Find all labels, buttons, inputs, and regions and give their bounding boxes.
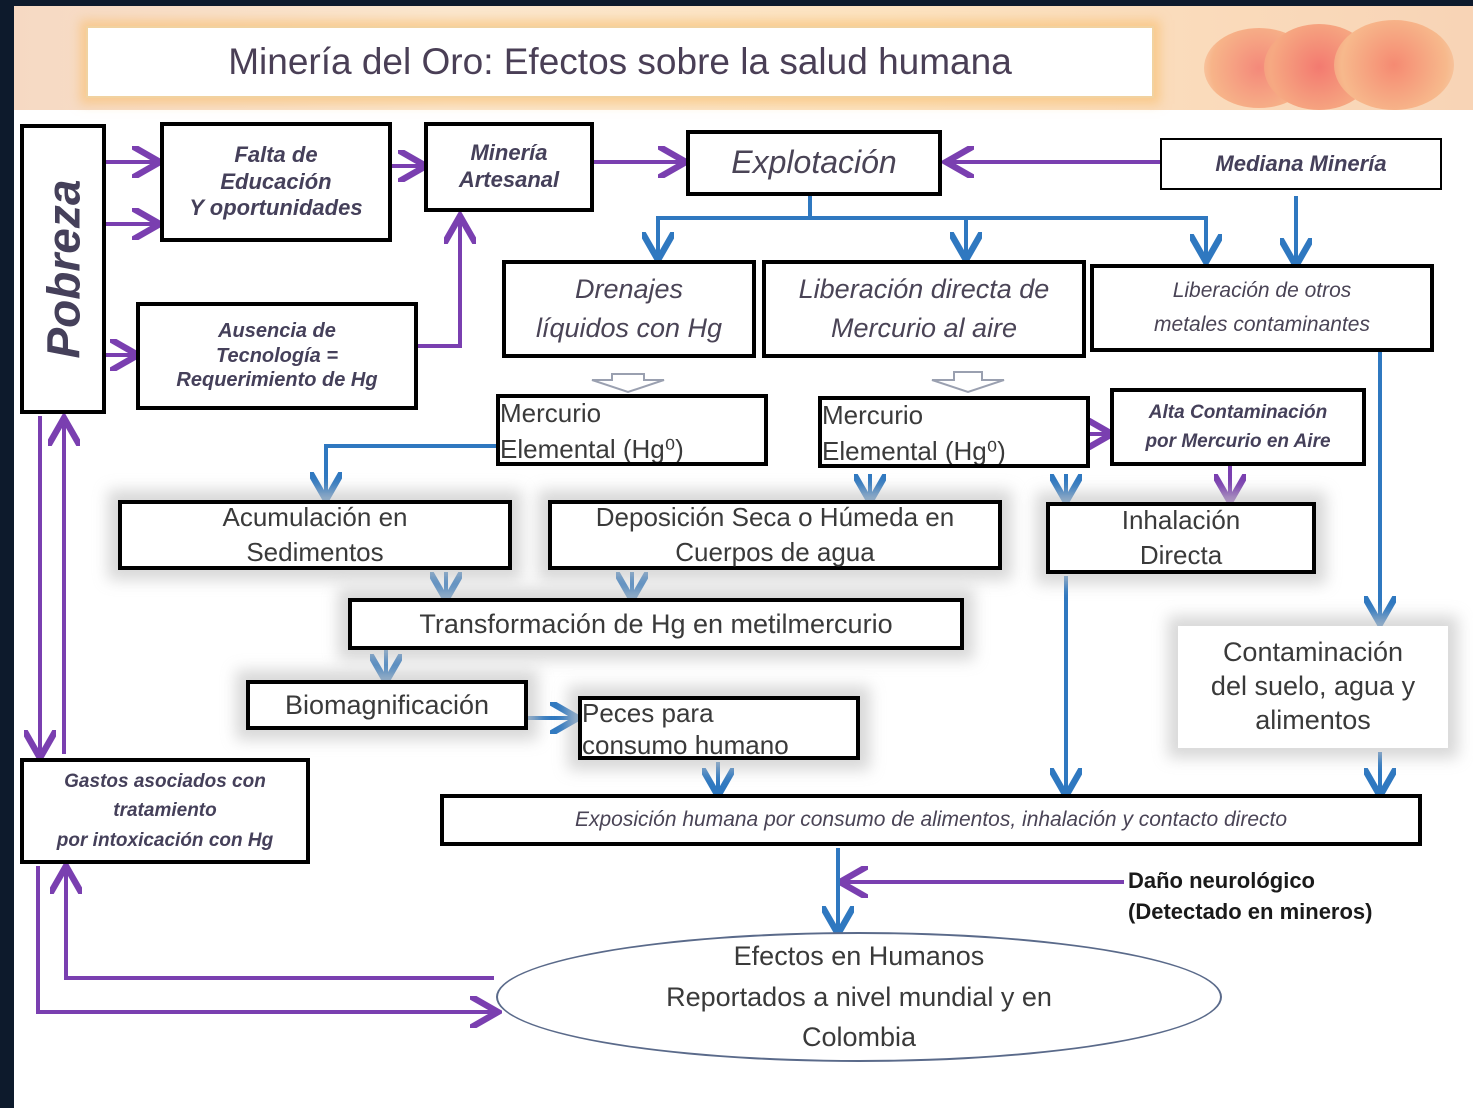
efectos-line-3: Colombia — [801, 1022, 917, 1053]
node-alta-contaminacion: Alta Contaminación por Mercurio en Aire — [1110, 388, 1366, 466]
node-liberacion-directa: Liberación directa de Mercurio al aire — [762, 260, 1086, 358]
mercurio-elemental-2-line-1: Mercurio — [822, 399, 924, 430]
liberacion-otros-line-2: metales contaminantes — [1154, 313, 1370, 336]
mineria-artesanal-line-2: Artesanal — [458, 167, 560, 192]
liberacion-directa-line-1: Liberación directa de — [798, 273, 1050, 304]
node-gastos: Gastos asociados con tratamiento por int… — [20, 758, 310, 864]
node-ausencia-tecnologia: Ausencia de Tecnología = Requerimiento d… — [136, 302, 418, 410]
biomagnificacion-label: Biomagnificación — [284, 689, 490, 720]
mercurio-elemental-2-line-2: Elemental (Hg⁰) — [822, 436, 1006, 466]
inhalacion-line-2: Directa — [1139, 540, 1223, 570]
mediana-mineria-label: Mediana Minería — [1215, 150, 1387, 176]
node-mediana-mineria: Mediana Minería — [1160, 138, 1442, 190]
node-deposicion: Deposición Seca o Húmeda en Cuerpos de a… — [548, 500, 1002, 570]
node-transformacion: Transformación de Hg en metilmercurio — [348, 598, 964, 650]
gastos-line-2: tratamiento — [113, 800, 217, 822]
gastos-line-3: por intoxicación con Hg — [56, 829, 274, 851]
ausencia-tecnologia-line-2: Tecnología = — [215, 344, 339, 367]
efectos-line-2: Reportados a nivel mundial y en — [666, 981, 1052, 1012]
contaminacion-suelo-line-2: del suelo, agua y — [1210, 671, 1416, 702]
node-inhalacion: Inhalación Directa — [1046, 502, 1316, 574]
peces-line-2: consumo humano — [582, 730, 789, 760]
mercurio-elemental-1-line-1: Mercurio — [500, 397, 602, 428]
falta-educacion-line-2: Educación — [220, 168, 332, 194]
gastos-line-1: Gastos asociados con — [64, 770, 266, 792]
node-contaminacion-suelo: Contaminación del suelo, agua y alimento… — [1178, 626, 1448, 748]
contaminacion-suelo-line-1: Contaminación — [1222, 637, 1404, 668]
node-acumulacion: Acumulación en Sedimentos — [118, 500, 512, 570]
exposicion-label: Exposición humana por consumo de aliment… — [574, 808, 1288, 832]
pobreza-label: Pobreza — [36, 179, 89, 359]
mercurio-elemental-1-line-2: Elemental (Hg⁰) — [500, 434, 684, 464]
dano-neurologico-line-2: (Detectado en mineros) — [1128, 898, 1373, 924]
node-exposicion: Exposición humana por consumo de aliment… — [440, 794, 1422, 846]
dano-neurologico-note: Daño neurológico (Detectado en mineros) — [1128, 866, 1373, 928]
drenajes-line-1: Drenajes — [574, 273, 684, 304]
node-efectos-humanos: Efectos en Humanos Reportados a nivel mu… — [496, 932, 1222, 1062]
transformacion-label: Transformación de Hg en metilmercurio — [419, 608, 893, 639]
contaminacion-suelo-line-3: alimentos — [1255, 704, 1371, 735]
node-peces: Peces para consumo humano — [578, 696, 860, 760]
connector-arrows — [14, 6, 1473, 1108]
peces-line-1: Peces para — [582, 697, 714, 728]
deposicion-line-1: Deposición Seca o Húmeda en — [595, 501, 955, 532]
efectos-line-1: Efectos en Humanos — [733, 941, 985, 972]
liberacion-otros-line-1: Liberación de otros — [1172, 279, 1352, 303]
mineria-artesanal-line-1: Minería — [470, 140, 548, 166]
ausencia-tecnologia-line-3: Requerimiento de Hg — [176, 369, 378, 392]
node-drenajes: Drenajes líquidos con Hg — [502, 260, 756, 358]
diagram-canvas: Minería del Oro: Efectos sobre la salud … — [14, 6, 1473, 1108]
alta-contaminacion-line-2: por Mercurio en Aire — [1145, 431, 1331, 452]
node-biomagnificacion: Biomagnificación — [246, 680, 528, 730]
node-explotacion: Explotación — [686, 130, 942, 196]
dano-neurologico-line-1: Daño neurológico — [1128, 868, 1315, 893]
node-mercurio-elemental-2: Mercurio Elemental (Hg⁰) — [818, 396, 1090, 468]
node-mercurio-elemental-1: Mercurio Elemental (Hg⁰) — [496, 394, 768, 466]
node-pobreza: Pobreza — [20, 124, 106, 414]
drenajes-line-2: líquidos con Hg — [535, 313, 723, 343]
page-title: Minería del Oro: Efectos sobre la salud … — [86, 26, 1154, 98]
falta-educacion-line-1: Falta de — [234, 141, 318, 167]
alta-contaminacion-line-1: Alta Contaminación — [1148, 401, 1328, 423]
node-liberacion-otros: Liberación de otros metales contaminante… — [1090, 264, 1434, 352]
acumulacion-line-2: Sedimentos — [246, 537, 384, 567]
liberacion-directa-line-2: Mercurio al aire — [830, 313, 1018, 343]
acumulacion-line-1: Acumulación en — [222, 501, 408, 532]
inhalacion-line-1: Inhalación — [1121, 504, 1241, 535]
falta-educacion-line-3: Y oportunidades — [189, 195, 363, 221]
deposicion-line-2: Cuerpos de agua — [675, 537, 875, 567]
node-falta-educacion: Falta de Educación Y oportunidades — [160, 122, 392, 242]
explotacion-label: Explotación — [731, 144, 897, 181]
ausencia-tecnologia-line-1: Ausencia de — [218, 320, 336, 343]
decorative-orb — [1334, 20, 1454, 110]
node-mineria-artesanal: Minería Artesanal — [424, 122, 594, 212]
